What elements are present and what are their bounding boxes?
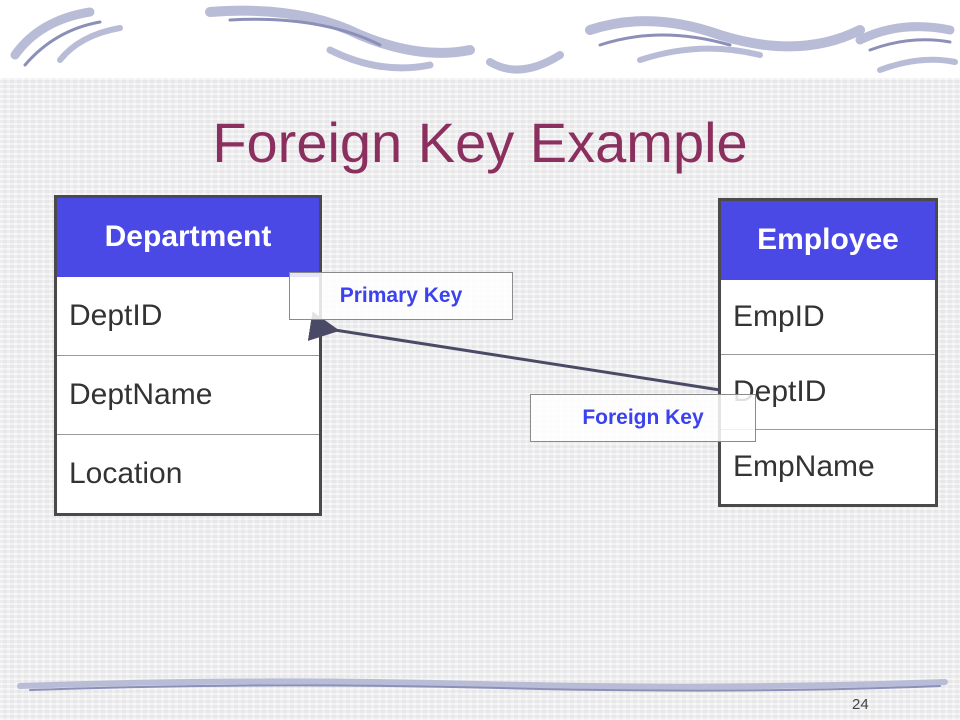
department-table: Department DeptID DeptName Location <box>54 195 322 516</box>
slide-title: Foreign Key Example <box>0 108 960 178</box>
bottom-decoration <box>0 670 960 700</box>
department-table-header: Department <box>56 197 321 277</box>
department-field-location: Location <box>56 435 321 515</box>
top-decoration <box>0 0 960 90</box>
department-field-deptid: DeptID <box>56 277 321 356</box>
foreign-key-label: Foreign Key <box>530 394 756 442</box>
department-field-deptname: DeptName <box>56 356 321 435</box>
primary-key-label: Primary Key <box>289 272 513 320</box>
employee-table-header: Employee <box>720 200 937 280</box>
employee-field-empid: EmpID <box>720 280 937 355</box>
employee-table: Employee EmpID DeptID EmpName <box>718 198 938 507</box>
slide-number: 24 <box>852 696 869 713</box>
